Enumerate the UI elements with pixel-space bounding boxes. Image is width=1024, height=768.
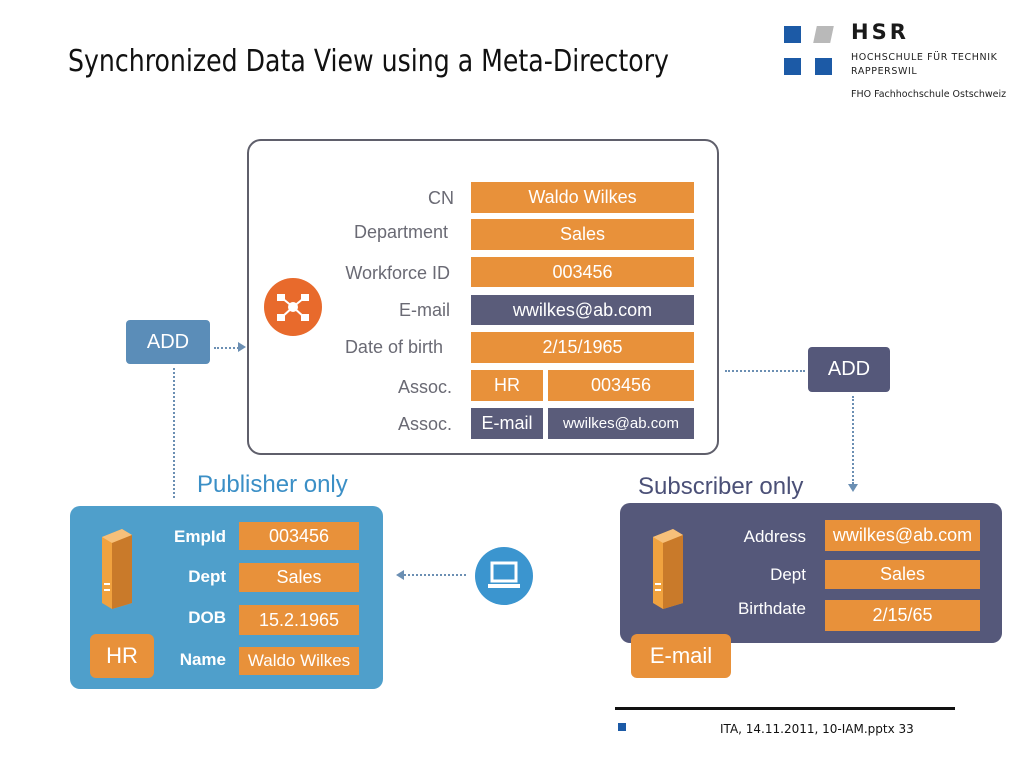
meta-label-email: E-mail bbox=[398, 300, 450, 320]
meta-assoc-email-value: wwilkes@ab.com bbox=[548, 408, 694, 439]
hr-value-empid: 003456 bbox=[239, 522, 359, 550]
arrow-right-icon bbox=[238, 342, 246, 352]
meta-assoc-email-key: E-mail bbox=[471, 408, 543, 439]
laptop-connector bbox=[404, 574, 466, 576]
email-label-address: Address bbox=[743, 527, 806, 546]
meta-value-department: Sales bbox=[471, 219, 694, 250]
hr-label-name: Name bbox=[179, 650, 226, 669]
meta-label-assoc-hr: Assoc. bbox=[397, 377, 452, 397]
logo-square-blue-3 bbox=[815, 58, 832, 75]
logo-square-blue-2 bbox=[784, 58, 801, 75]
meta-label-cn: CN bbox=[428, 188, 454, 208]
footer-text: ITA, 14.11.2011, 10-IAM.pptx 33 bbox=[720, 722, 914, 736]
subscriber-title: Subscriber only bbox=[638, 473, 804, 500]
meta-label-department: Department bbox=[353, 222, 448, 242]
hr-label-dept: Dept bbox=[188, 567, 226, 586]
network-hub-icon bbox=[264, 278, 322, 336]
logo-square-blue-1 bbox=[784, 26, 801, 43]
email-value-birthdate: 2/15/65 bbox=[825, 600, 980, 631]
meta-assoc-hr-value: 003456 bbox=[548, 370, 694, 401]
email-system-tag: E-mail bbox=[631, 634, 731, 678]
logo-line-2: RAPPERSWIL bbox=[851, 66, 918, 77]
add-right-button: ADD bbox=[808, 347, 890, 392]
publisher-connector bbox=[173, 368, 175, 498]
hr-value-name: Waldo Wilkes bbox=[239, 647, 359, 675]
email-value-address: wwilkes@ab.com bbox=[825, 520, 980, 551]
hsr-logo bbox=[784, 25, 1014, 105]
publisher-title: Publisher only bbox=[197, 471, 348, 498]
email-label-birthdate: Birthdate bbox=[737, 599, 806, 618]
logo-name: HSR bbox=[851, 20, 909, 44]
logo-line-1: HOCHSCHULE FÜR TECHNIK bbox=[851, 52, 998, 63]
email-server-icon bbox=[651, 527, 685, 609]
logo-subline: FHO Fachhochschule Ostschweiz bbox=[851, 89, 1007, 100]
hr-value-dept: Sales bbox=[239, 563, 359, 592]
arrow-down-icon bbox=[848, 484, 858, 492]
hr-label-dob: DOB bbox=[188, 608, 226, 627]
footer-rule bbox=[615, 707, 955, 710]
add-left-connector bbox=[214, 347, 242, 349]
email-label-dept: Dept bbox=[770, 565, 806, 584]
hr-label-empid: EmpId bbox=[174, 527, 226, 546]
meta-value-dob: 2/15/1965 bbox=[471, 332, 694, 363]
add-left-button: ADD bbox=[126, 320, 210, 364]
meta-value-workforce-id: 003456 bbox=[471, 257, 694, 287]
subscriber-connector bbox=[852, 396, 854, 484]
meta-value-email: wwilkes@ab.com bbox=[471, 295, 694, 325]
arrow-left-icon bbox=[396, 570, 404, 580]
logo-square-grey bbox=[813, 26, 834, 43]
email-value-dept: Sales bbox=[825, 560, 980, 589]
add-right-connector bbox=[725, 370, 805, 372]
hr-value-dob: 15.2.1965 bbox=[239, 605, 359, 635]
meta-label-assoc-email: Assoc. bbox=[397, 414, 452, 434]
meta-label-workforce-id: Workforce ID bbox=[345, 263, 450, 283]
page-title: Synchronized Data View using a Meta-Dire… bbox=[68, 44, 669, 79]
footer-square-icon bbox=[618, 723, 626, 731]
meta-assoc-hr-key: HR bbox=[471, 370, 543, 401]
hr-system-tag: HR bbox=[90, 634, 154, 678]
laptop-icon bbox=[475, 547, 533, 605]
server-icon bbox=[100, 527, 132, 609]
meta-label-dob: Date of birth bbox=[344, 337, 443, 357]
meta-value-cn: Waldo Wilkes bbox=[471, 182, 694, 213]
